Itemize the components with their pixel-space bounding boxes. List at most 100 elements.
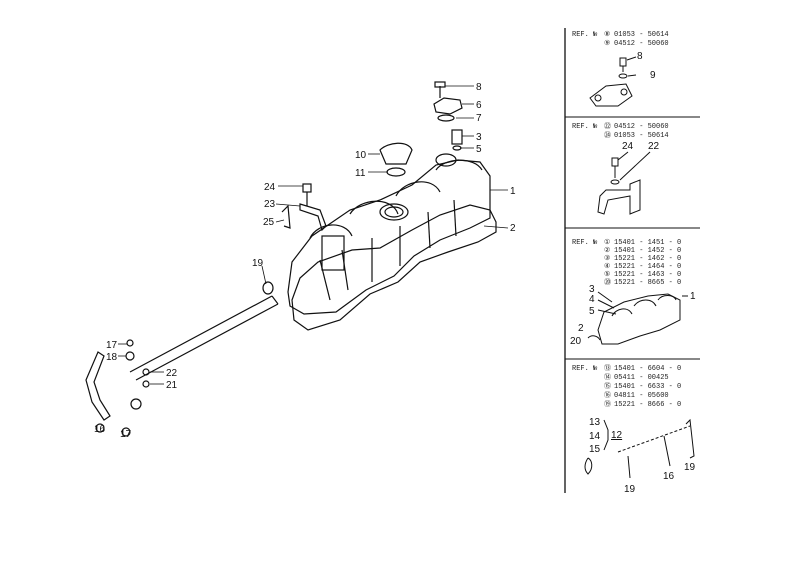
cover-rib: [427, 211, 431, 249]
callout-22: 22: [166, 368, 178, 379]
clip-25: [281, 204, 291, 229]
panel3-ref2-mark: ②: [604, 246, 610, 255]
seal-7: [437, 114, 455, 122]
filler-cap-10: [379, 142, 413, 165]
top-boss: [435, 153, 457, 167]
bolt-b: [130, 398, 142, 410]
cover-rib: [341, 249, 349, 291]
washer-18: [125, 351, 135, 361]
panel2-ref2-mark: ㉔: [604, 131, 611, 140]
callout-18: 18: [106, 352, 118, 363]
panel3-ref4-mark: ④: [604, 262, 610, 271]
panel3-callout-4: 4: [589, 294, 595, 305]
callout-7: 7: [476, 113, 482, 124]
panel3-ref1-mark: ①: [604, 238, 610, 247]
cover-lobe-2: [349, 200, 399, 215]
oring-19: [262, 281, 274, 295]
callout-24: 24: [264, 182, 276, 193]
filler-neck: [379, 203, 409, 221]
bolt-8-head: [434, 81, 446, 88]
callout-2: 2: [510, 223, 516, 234]
panel4-callout-15: 15: [589, 444, 601, 455]
washer-22: [142, 368, 150, 376]
panel2-callout-24: 24: [622, 141, 634, 152]
panel4-ref3-mark: ⑮: [604, 382, 611, 391]
filler-neck-inner: [384, 206, 404, 218]
panel3-ref3-mark: ③: [604, 254, 610, 263]
panel3-callout-1: 1: [690, 291, 696, 302]
washer-21: [142, 380, 150, 388]
callout-11: 11: [355, 168, 366, 179]
panel1-ref1-mark: ⑧: [604, 30, 610, 39]
nut-16c: [95, 423, 105, 433]
callout-8: 8: [476, 82, 482, 93]
callout-25: 25: [263, 217, 275, 228]
panel1-callout-8: 8: [637, 51, 643, 62]
panel4-ref3-code: 15401 - 6633 - 0: [614, 383, 681, 391]
callout-21: 21: [166, 380, 178, 391]
panel3-callout-2: 2: [578, 323, 584, 334]
cover-lobe-3: [395, 181, 441, 197]
bolt-3: [451, 129, 463, 145]
panel3-drawing: [587, 291, 688, 345]
reference-panels: REF. № ⑧ 01053 - 50614 ⑨ 04512 - 50060 8…: [564, 28, 700, 495]
callout-1: 1: [510, 186, 516, 197]
panel4-callout-12: 12: [611, 430, 623, 441]
panel4-ref2-code: 05411 - 00425: [614, 374, 669, 382]
panel4-callout-19-bottom: 19: [624, 484, 636, 495]
panel4-ref5-mark: ⑲: [604, 400, 611, 409]
leader-lines: [118, 85, 509, 385]
panel4-callout-19-right: 19: [684, 462, 696, 473]
panel4-callout-14: 14: [589, 431, 601, 442]
panel2-ref1-code: 04512 - 50060: [614, 123, 669, 131]
nut-17c: [121, 427, 131, 437]
panel3-callout-5: 5: [589, 306, 595, 317]
lever: [85, 351, 111, 421]
panel2-ref1-mark: ㉒: [604, 122, 611, 131]
panel1-callout-9: 9: [650, 70, 656, 81]
callout-16-circle: 16: [94, 424, 106, 435]
panel2-drawing: [597, 151, 651, 215]
main-callouts: 1 2 3 5 6 7 8 10 11 24 23 25 19 17 18 22…: [94, 82, 516, 440]
panel3-ref6-mark: ⑳: [604, 278, 611, 287]
callout-5: 5: [476, 144, 482, 155]
panel3-ref-label: REF. №: [572, 239, 597, 247]
valve-cover-assembly: [281, 81, 497, 331]
panel1-ref2-code: 04512 - 50060: [614, 40, 669, 48]
panel4-callout-13: 13: [589, 417, 601, 428]
panel3-ref5-mark: ⑤: [604, 270, 610, 279]
bolt-24: [302, 183, 312, 193]
panel4-ref5-code: 15221 - 8666 - 0: [614, 401, 681, 409]
panel3-callout-3: 3: [589, 284, 595, 295]
cover-rib: [453, 199, 457, 237]
callout-17-circle: 17: [120, 429, 132, 440]
panel3-ref2-code: 15401 - 1452 - 0: [614, 247, 681, 255]
oring-11: [386, 167, 406, 177]
panel3-ref6-code: 15221 - 8665 - 0: [614, 279, 681, 287]
shaft: [129, 295, 279, 381]
panel4-ref4-mark: ⑯: [604, 391, 611, 400]
rocker-shaft-assembly: [85, 281, 279, 437]
callout-23: 23: [264, 199, 276, 210]
panel1-ref2-mark: ⑨: [604, 39, 610, 48]
washer-17: [126, 339, 134, 347]
panel3-ref5-code: 15221 - 1463 - 0: [614, 271, 681, 279]
panel4-ref1-mark: ⑬: [604, 364, 611, 373]
callout-6: 6: [476, 100, 482, 111]
cover-lobe-4: [435, 159, 483, 171]
breather-boss: [321, 235, 345, 271]
cap-6: [433, 97, 463, 115]
panel1-drawing: [589, 56, 637, 107]
panel4-ref-label: REF. №: [572, 365, 597, 373]
panel2-callout-22: 22: [648, 141, 660, 152]
panel2-ref2-code: 01053 - 50614: [614, 132, 669, 140]
panel4-callout-16: 16: [663, 471, 675, 482]
panel4-ref4-code: 04811 - 05600: [614, 392, 669, 400]
bracket-23: [299, 203, 327, 232]
panel4-ref2-mark: ⑭: [604, 373, 611, 382]
cover-lobe-1: [309, 224, 353, 239]
panel3-callout-20: 20: [570, 336, 582, 347]
panel1-ref-label: REF. №: [572, 31, 597, 39]
panel4-drawing: [584, 418, 695, 479]
